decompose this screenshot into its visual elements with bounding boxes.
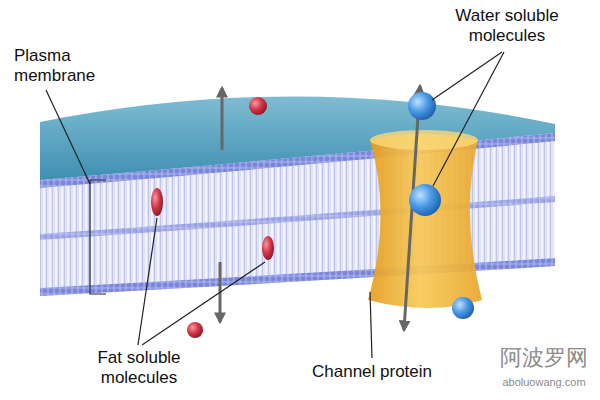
leader-line	[138, 218, 157, 345]
channel-protein	[368, 134, 482, 308]
fat-molecule	[187, 322, 203, 338]
part-label: Water soluble molecules	[432, 6, 582, 46]
fat-molecule	[249, 97, 267, 115]
part-label: Fat soluble molecules	[70, 348, 208, 388]
fat-molecule	[262, 236, 274, 260]
bracket	[90, 180, 106, 294]
lipid-heads	[40, 196, 555, 240]
water-molecule	[409, 184, 441, 216]
water-molecule	[452, 297, 474, 319]
membrane-surface	[40, 96, 555, 180]
diffusion-arrow	[221, 88, 224, 150]
water-molecule	[408, 92, 436, 120]
channel-top	[370, 130, 478, 150]
watermark: 阿波罗网	[496, 345, 592, 371]
fat-molecule	[151, 188, 163, 216]
leader-line	[46, 90, 90, 184]
part-label: Plasma membrane	[14, 46, 126, 86]
leader-line	[370, 292, 372, 358]
leader-line	[142, 262, 265, 345]
watermark: aboluowang.com	[492, 376, 596, 389]
part-label: Channel protein	[312, 362, 472, 382]
leader-line	[433, 52, 504, 186]
